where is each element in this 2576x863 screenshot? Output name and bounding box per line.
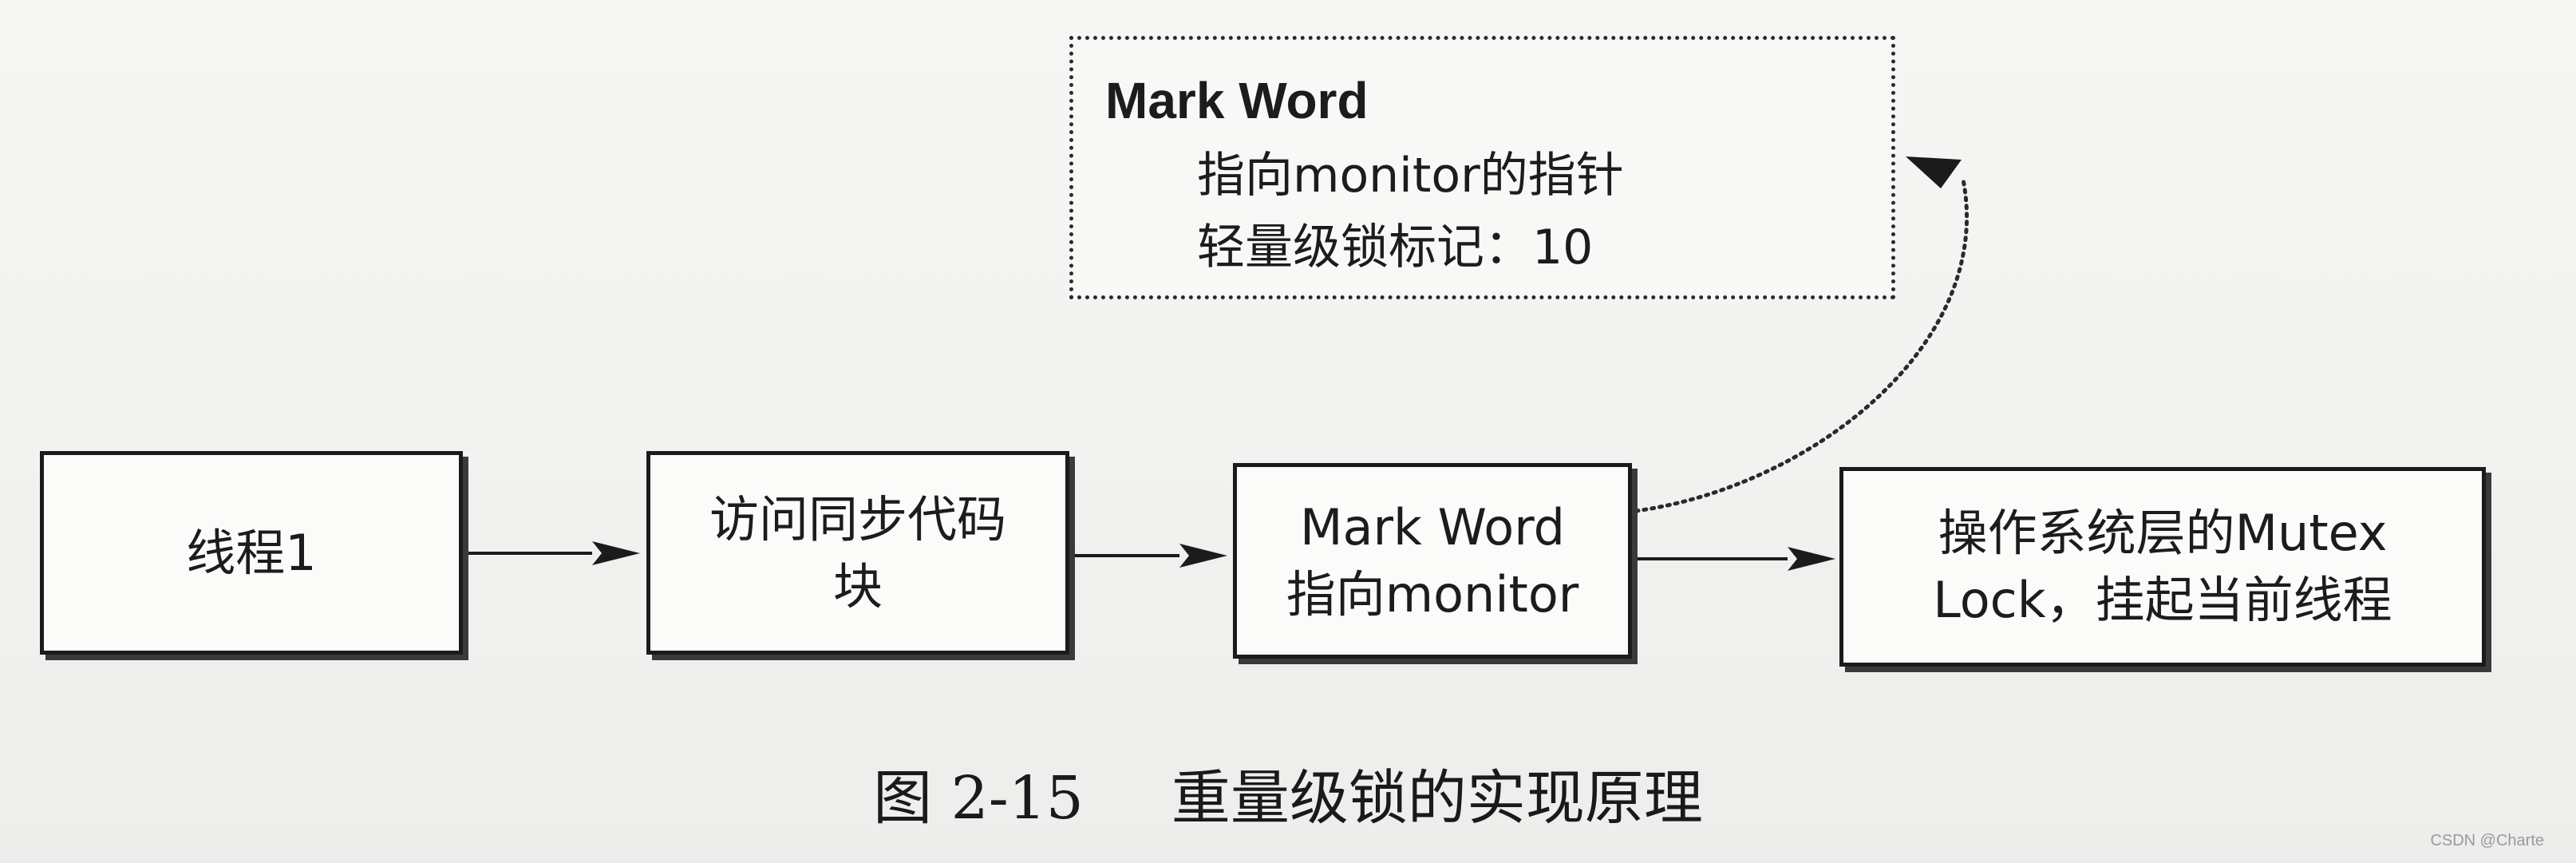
node-access-sync-block-line-2: 块 — [832, 556, 883, 616]
callout-line-lock-flag: 轻量级锁标记：10 — [1197, 220, 1594, 275]
figure-number: 图 2-15 — [873, 764, 1084, 833]
node-thread-1-line-1: 线程1 — [186, 523, 317, 582]
node-mark-word-line-1: Mark Word — [1300, 497, 1565, 556]
figure-caption: 图 2-15 重量级锁的实现原理 — [0, 758, 2576, 838]
node-mark-word: Mark Word 指向monitor — [1233, 463, 1632, 659]
edge-thread-to-sync — [465, 541, 640, 565]
watermark: CSDN @Charte — [2430, 832, 2544, 849]
edge-mark-to-callout — [1634, 156, 1970, 513]
node-access-sync-block: 访问同步代码 块 — [646, 451, 1069, 655]
node-access-sync-block-line-1: 访问同步代码 — [709, 489, 1006, 548]
node-os-mutex-lock-line-1: 操作系统层的Mutex — [1938, 504, 2388, 562]
callout-title: Mark Word — [1105, 72, 1369, 129]
node-thread-1: 线程1 — [40, 451, 463, 655]
edge-mark-to-os — [1634, 547, 1835, 571]
mark-word-callout: Mark Word 指向monitor的指针 轻量级锁标记：10 — [1069, 36, 1895, 299]
figure-title: 重量级锁的实现原理 — [1171, 764, 1703, 833]
node-os-mutex-lock-line-2: Lock，挂起当前线程 — [1933, 571, 2392, 629]
callout-line-monitor-pointer: 指向monitor的指针 — [1197, 148, 1624, 204]
node-mark-word-line-2: 指向monitor — [1286, 564, 1579, 623]
node-os-mutex-lock: 操作系统层的Mutex Lock，挂起当前线程 — [1839, 467, 2486, 667]
edge-sync-to-mark — [1072, 544, 1227, 568]
